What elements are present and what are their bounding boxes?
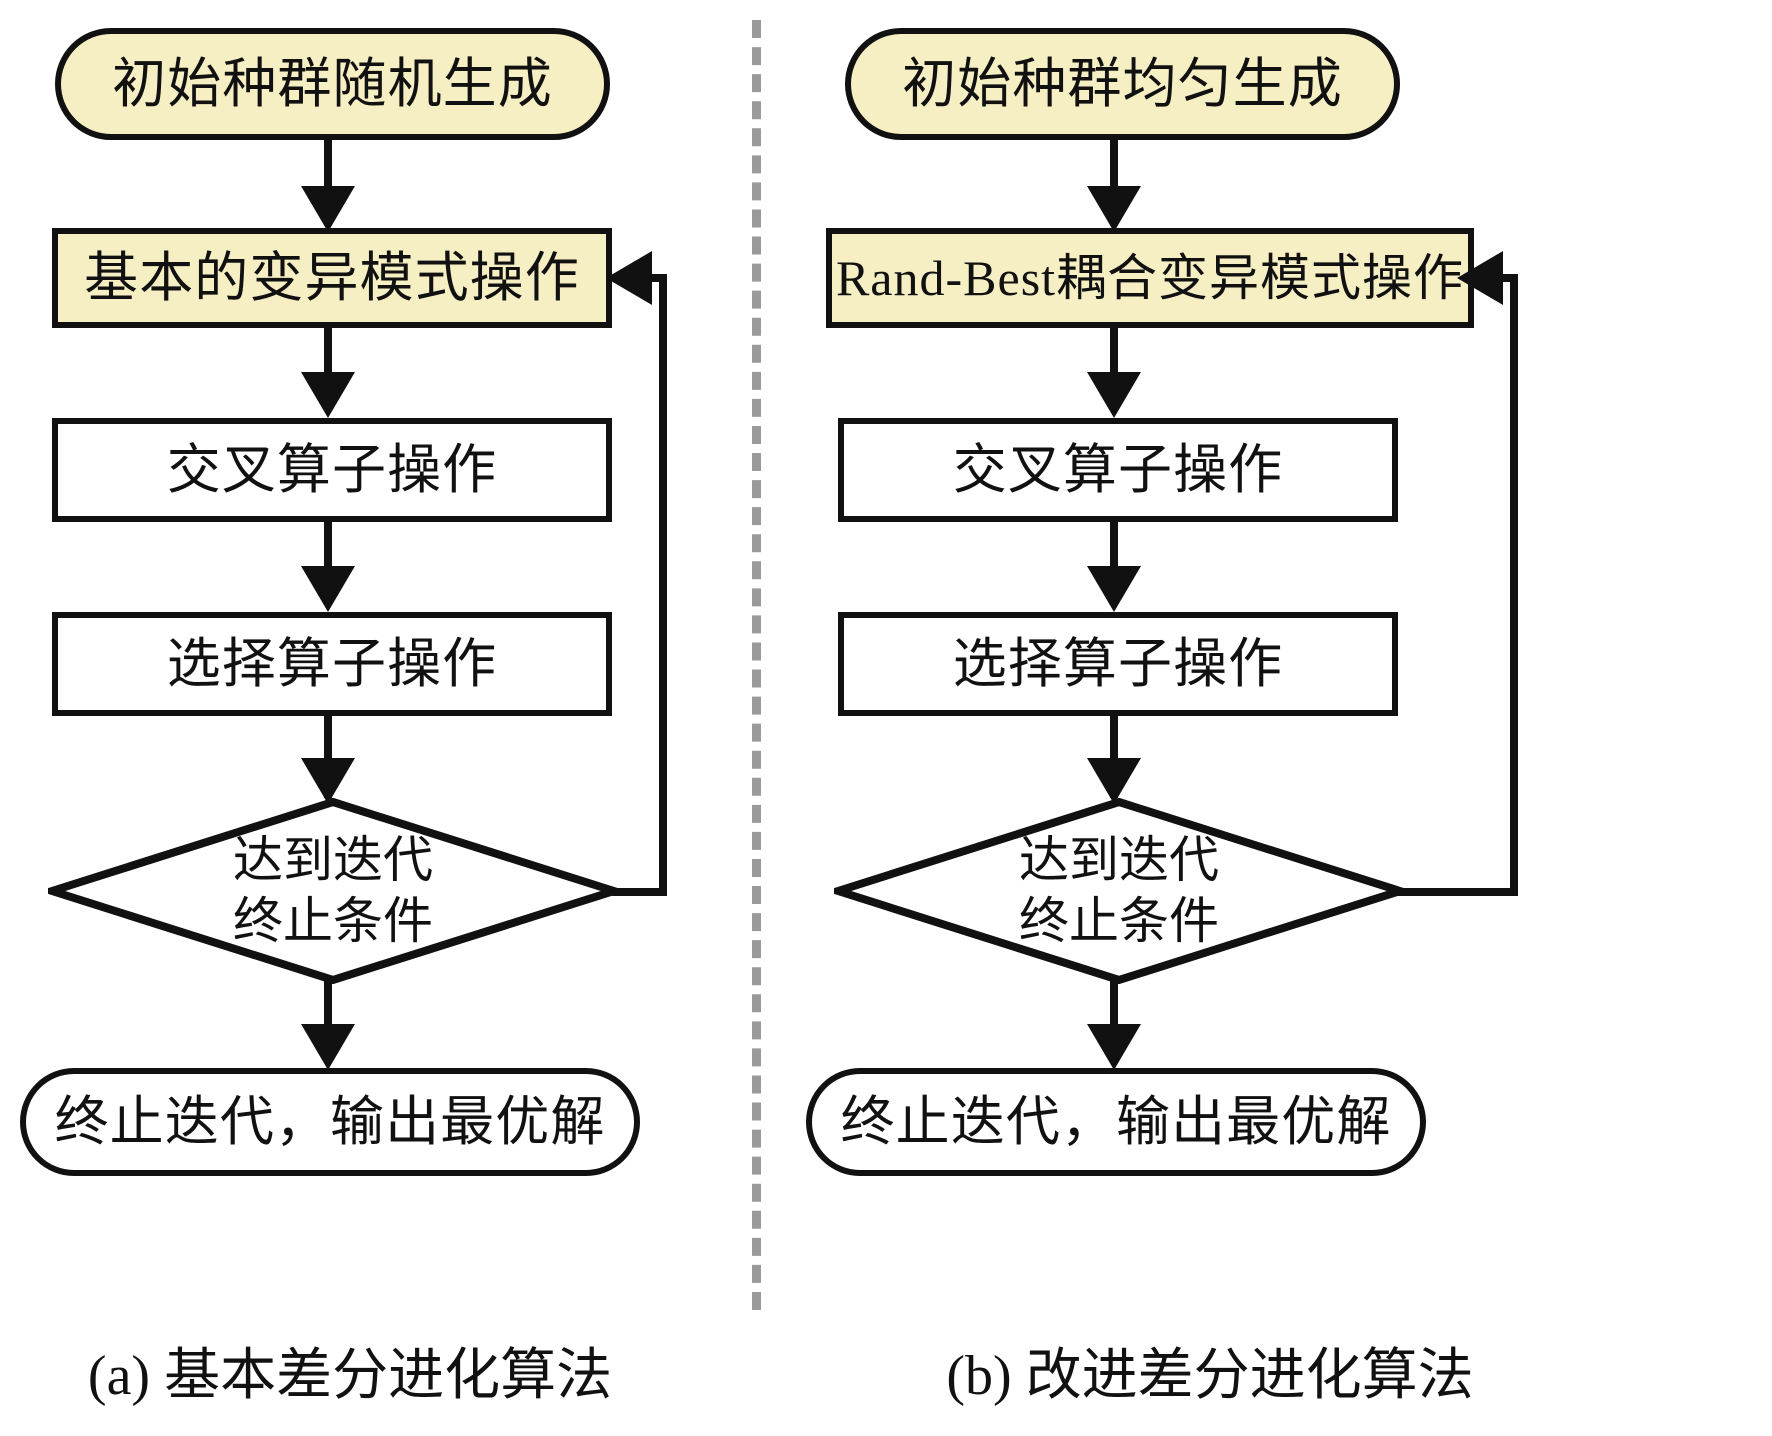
edge-b-select-to-decision-line (1110, 716, 1118, 798)
edge-a-select-to-decision-arrow (301, 758, 355, 804)
edge-a-mutation-to-cross-arrow (301, 372, 355, 418)
edge-b-cross-to-select-line (1110, 522, 1118, 602)
node-b-start[interactable]: 初始种群均匀生成 (845, 28, 1400, 140)
edge-a-feedback-hline-top (640, 274, 667, 282)
node-a-select[interactable]: 选择算子操作 (52, 612, 612, 716)
edge-b-start-to-mutation-line (1110, 140, 1118, 222)
node-b-select[interactable]: 选择算子操作 (838, 612, 1398, 716)
node-a-cross[interactable]: 交叉算子操作 (52, 418, 612, 522)
edge-a-select-to-decision-line (324, 716, 332, 798)
edge-a-decision-to-end-arrow (301, 1024, 355, 1070)
edge-b-feedback-hline-top (1491, 274, 1518, 282)
node-b-mutation[interactable]: Rand-Best耦合变异模式操作 (826, 228, 1474, 328)
b-decision-shape (834, 798, 1404, 984)
edge-b-mutation-to-cross-line (1110, 328, 1118, 408)
edge-a-feedback-hline-bottom (612, 888, 667, 896)
node-a-decision[interactable]: 达到迭代 终止条件 (48, 798, 618, 984)
edge-b-decision-to-end-line (1110, 980, 1118, 1060)
node-b-cross[interactable]: 交叉算子操作 (838, 418, 1398, 522)
edge-a-mutation-to-cross-line (324, 328, 332, 408)
a-decision-shape (48, 798, 618, 984)
edge-a-feedback-arrow (606, 251, 652, 305)
node-b-end[interactable]: 终止迭代，输出最优解 (806, 1068, 1426, 1176)
edge-a-cross-to-select-arrow (301, 566, 355, 612)
edge-b-mutation-to-cross-arrow (1087, 372, 1141, 418)
node-a-mutation[interactable]: 基本的变异模式操作 (52, 228, 612, 328)
edge-b-select-to-decision-arrow (1087, 758, 1141, 804)
node-a-start[interactable]: 初始种群随机生成 (55, 28, 610, 140)
caption-panel-b: (b) 改进差分进化算法 (946, 1345, 1474, 1407)
node-a-end[interactable]: 终止迭代，输出最优解 (20, 1068, 640, 1176)
edge-b-feedback-hline-bottom (1398, 888, 1518, 896)
edge-b-start-to-mutation-arrow (1087, 186, 1141, 232)
edge-b-cross-to-select-arrow (1087, 566, 1141, 612)
panel-divider (752, 20, 761, 1310)
caption-panel-a: (a) 基本差分进化算法 (87, 1345, 613, 1407)
edge-b-decision-to-end-arrow (1087, 1024, 1141, 1070)
edge-b-feedback-vline (1510, 278, 1518, 892)
edge-a-start-to-mutation-line (324, 140, 332, 222)
edge-a-decision-to-end-line (324, 980, 332, 1060)
node-b-decision[interactable]: 达到迭代 终止条件 (834, 798, 1404, 984)
edge-b-feedback-arrow (1457, 251, 1503, 305)
edge-a-start-to-mutation-arrow (301, 186, 355, 232)
edge-a-cross-to-select-line (324, 522, 332, 602)
edge-a-feedback-vline (659, 278, 667, 892)
